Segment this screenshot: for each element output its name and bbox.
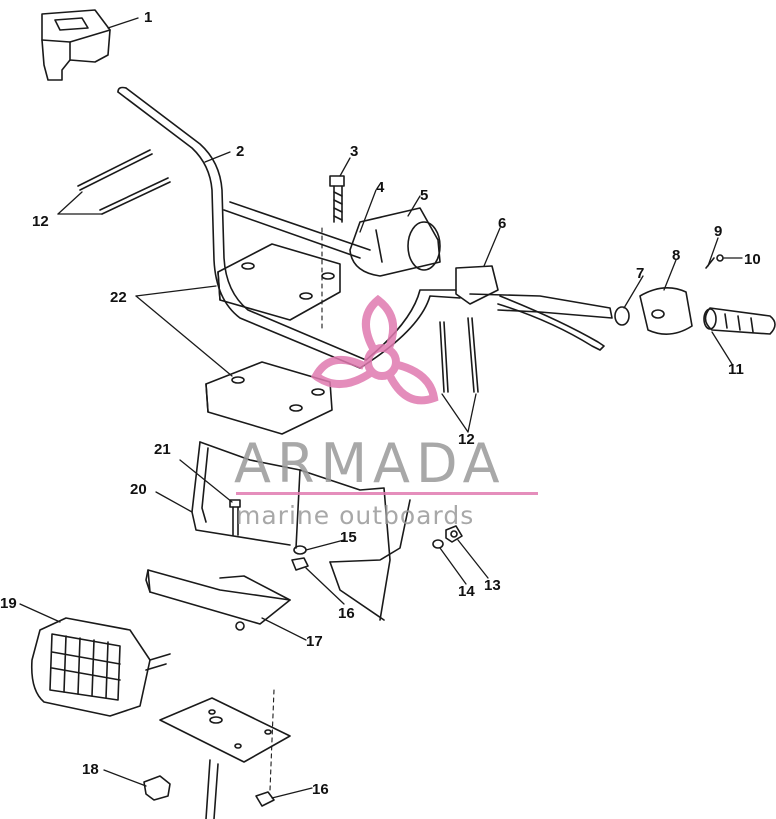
callout-5: 5 xyxy=(420,187,428,204)
watermark-rule xyxy=(236,492,538,495)
part-10-washer xyxy=(716,254,724,262)
part-7-collar xyxy=(614,306,630,326)
callout-16-upper: 16 xyxy=(338,605,355,622)
part-6-lever xyxy=(455,265,613,351)
callout-19: 19 xyxy=(0,595,17,612)
callout-14: 14 xyxy=(458,583,475,600)
callout-21: 21 xyxy=(154,441,171,458)
callout-22: 22 xyxy=(110,289,127,306)
callout-4: 4 xyxy=(376,179,385,196)
part-16-nut-upper xyxy=(291,557,309,571)
callout-1: 1 xyxy=(144,9,152,26)
watermark-tagline: marine outboards xyxy=(236,501,474,530)
part-21-bolt xyxy=(229,499,241,536)
base-plate xyxy=(159,697,291,819)
watermark: ARMADA marine outboards xyxy=(234,294,538,530)
callout-6: 6 xyxy=(498,215,506,232)
callout-13: 13 xyxy=(484,577,501,594)
watermark-propeller-logo xyxy=(310,294,439,405)
part-16-nut-lower xyxy=(255,791,275,807)
part-13-nut xyxy=(445,525,463,543)
callout-9: 9 xyxy=(714,223,722,240)
callout-20: 20 xyxy=(130,481,147,498)
callout-15: 15 xyxy=(340,529,357,546)
part-5-clamp xyxy=(349,207,441,277)
callout-12-left: 12 xyxy=(32,213,49,230)
part-17-bracket xyxy=(145,569,291,631)
part-19-light xyxy=(30,617,171,717)
part-12-rods-left xyxy=(77,149,171,215)
part-14-washer xyxy=(432,539,444,549)
part-9-screw xyxy=(705,257,715,269)
part-11-grip xyxy=(703,307,776,335)
part-22-clamp-upper xyxy=(217,243,341,321)
callout-11: 11 xyxy=(728,361,744,378)
callout-3: 3 xyxy=(350,143,358,160)
assembly-lines xyxy=(269,227,323,791)
part-1-housing xyxy=(41,9,111,81)
part-15-washer xyxy=(293,545,307,555)
callout-16-lower: 16 xyxy=(312,781,329,798)
leader-lines xyxy=(19,17,743,799)
part-20-frame xyxy=(191,441,411,621)
callout-2: 2 xyxy=(236,143,244,160)
callout-8: 8 xyxy=(672,247,680,264)
callout-18: 18 xyxy=(82,761,99,778)
callout-10: 10 xyxy=(744,251,761,268)
part-2-handlebar xyxy=(117,86,461,369)
watermark-brand: ARMADA xyxy=(234,432,506,495)
callout-17: 17 xyxy=(306,633,323,650)
part-12-rods-right xyxy=(439,317,479,393)
part-18-clip xyxy=(143,775,171,801)
callout-12-right: 12 xyxy=(458,431,475,448)
part-3-bolt xyxy=(329,175,345,223)
callout-7: 7 xyxy=(636,265,644,282)
callout-labels: 1 2 3 4 5 6 7 8 9 10 11 12 12 13 14 15 1… xyxy=(0,9,761,798)
part-22-clamp-lower xyxy=(205,361,333,435)
part-8-switch-housing xyxy=(639,287,693,335)
